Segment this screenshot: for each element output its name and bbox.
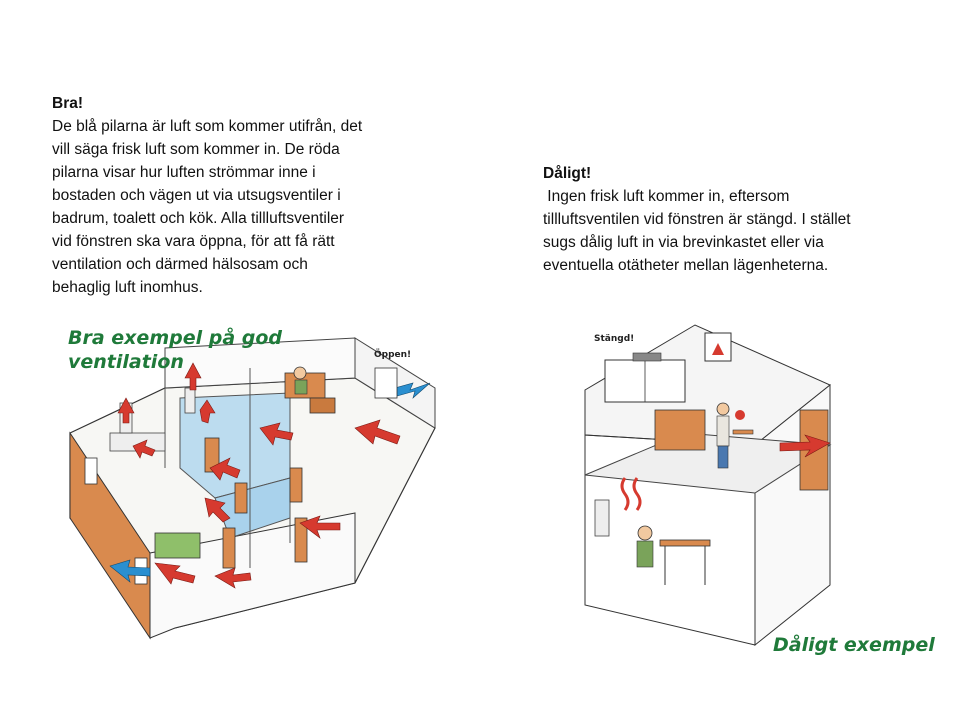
bad-heading: Dåligt! (543, 165, 592, 182)
bad-example-text: Dåligt! Ingen frisk luft kommer in, efte… (543, 162, 923, 277)
good-line: bostaden och vägen ut via utsugsventiler… (52, 187, 341, 204)
good-line: vill säga frisk luft som kommer in. De r… (52, 141, 340, 158)
good-line: vid fönstren ska vara öppna, för att få … (52, 233, 335, 250)
good-heading: Bra! (52, 95, 84, 112)
good-example-text: Bra! De blå pilarna är luft som kommer u… (52, 92, 432, 299)
bad-example-caption: Dåligt exempel (773, 634, 935, 656)
bad-line: tillluftsventilen vid fönstren är stängd… (543, 211, 851, 228)
good-caption-line: Bra exempel på god (68, 327, 283, 349)
good-example-caption: Bra exempel på god ventilation (68, 326, 282, 374)
good-ventilation-illustration (69, 337, 436, 640)
good-line: ventilation och därmed hälsosam och (52, 256, 308, 273)
open-vent-note: Öppen! (374, 350, 412, 360)
good-line: pilarna visar hur luften strömmar inne i (52, 164, 316, 181)
good-line: behaglig luft inomhus. (52, 279, 203, 296)
good-caption-line: ventilation (68, 351, 184, 373)
bad-line: Ingen frisk luft kommer in, eftersom (543, 188, 790, 205)
bad-line: sugs dålig luft in via brevinkastet elle… (543, 234, 824, 251)
bad-line: eventuella otätheter mellan lägenheterna… (543, 257, 829, 274)
bad-ventilation-illustration (584, 324, 832, 647)
good-line: badrum, toalett och kök. Alla tillluftsv… (52, 210, 345, 227)
good-line: De blå pilarna är luft som kommer utifrå… (52, 118, 363, 135)
closed-vent-note: Stängd! (594, 334, 635, 344)
